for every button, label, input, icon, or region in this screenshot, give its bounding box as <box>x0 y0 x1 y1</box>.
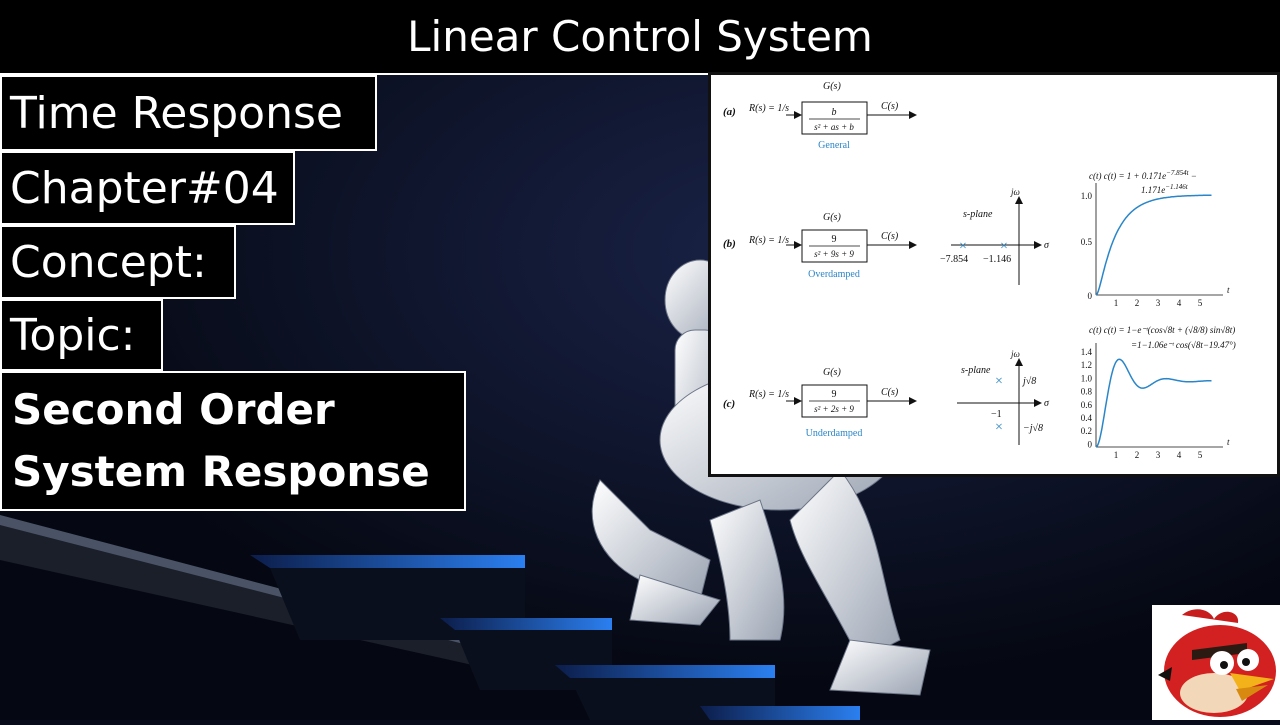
plot-b-xtick-2: 3 <box>1156 298 1161 308</box>
splane-b-jw: jω <box>1010 187 1020 197</box>
s-plane-b: s-plane jω σ × × −7.854 −1.146 <box>940 187 1050 285</box>
plot-c-xtick-3: 4 <box>1177 450 1182 460</box>
input-c: R(s) = 1/s <box>748 389 789 400</box>
plot-c-ytick-0: 1.4 <box>1081 347 1093 357</box>
plot-c-xtick-0: 1 <box>1114 450 1119 460</box>
plot-b-eq2: 1.171e <box>1141 185 1165 195</box>
plot-c-xtick-1: 2 <box>1135 450 1140 460</box>
plot-c-ytick-1: 1.2 <box>1081 360 1092 370</box>
time-response-label: Time Response <box>0 75 377 151</box>
pole-marker-c2: × <box>995 420 1003 435</box>
plot-b-yticks: 1.0 0.5 0 <box>1081 191 1093 301</box>
topic-label: Topic: <box>0 299 163 371</box>
pole-marker-c1: × <box>995 374 1003 389</box>
caption-b: Overdamped <box>808 269 860 280</box>
caption-c: Underdamped <box>806 428 863 439</box>
plot-b-xticks: 1 2 3 4 5 <box>1114 298 1203 308</box>
splane-b-sigma: σ <box>1044 240 1050 251</box>
plot-b-ytick-2: 0 <box>1088 291 1093 301</box>
output-c: C(s) <box>881 387 899 398</box>
input-b: R(s) = 1/s <box>748 235 789 246</box>
block-diagram-c: (c) R(s) = 1/s G(s) 9 s² + 2s + 9 C(s) U… <box>723 367 917 439</box>
splane-c-imag-neg: −j√8 <box>1023 423 1043 434</box>
plot-c-yticks: 1.4 1.2 1.0 0.8 0.6 0.4 0.2 0 <box>1081 347 1093 449</box>
block-diagram-a: (a) R(s) = 1/s G(s) b s² + as + b C(s) G… <box>723 81 917 151</box>
plot-c-xlabel: t <box>1227 437 1230 447</box>
plot-c-eq2: =1−1.06e⁻ᵗ cos(√8t−19.47°) <box>1131 340 1236 350</box>
plot-b-xtick-4: 5 <box>1198 298 1203 308</box>
plot-b-ytick-1: 0.5 <box>1081 237 1093 247</box>
pole-marker-b2: × <box>1000 239 1008 254</box>
stair-steps <box>250 555 860 720</box>
s-plane-c: s-plane jω σ × × −1 j√8 −j√8 <box>957 349 1050 445</box>
plot-c-ytick-7: 0 <box>1088 439 1093 449</box>
plot-b-exp1: −7.854t <box>1166 169 1189 177</box>
splane-c-sigma: σ <box>1044 398 1050 409</box>
chapter-label: Chapter#04 <box>0 151 295 225</box>
block-label-b: G(s) <box>823 212 841 223</box>
output-b: C(s) <box>881 231 899 242</box>
numerator-c: 9 <box>832 389 837 400</box>
step-plot-b: c(t) c(t) = 1 + 0.171e−7.854t − 1.171e−1… <box>1081 169 1230 308</box>
plot-c-xticks: 1 2 3 4 5 <box>1114 450 1203 460</box>
plot-b-eq1: c(t) c(t) = 1 + 0.171e <box>1089 171 1166 181</box>
pole-b1-label: −7.854 <box>940 254 968 265</box>
numerator-b: 9 <box>832 234 837 245</box>
svg-text:1.171e−1.146t: 1.171e−1.146t <box>1141 183 1189 195</box>
second-order-figure: (a) R(s) = 1/s G(s) b s² + as + b C(s) G… <box>708 72 1280 477</box>
plot-c-eq1: c(t) c(t) = 1−e⁻ᵗ(cos√8t + (√8/8) sin√8t… <box>1089 325 1235 335</box>
step-plot-c: c(t) c(t) = 1−e⁻ᵗ(cos√8t + (√8/8) sin√8t… <box>1081 325 1236 460</box>
plot-b-xtick-0: 1 <box>1114 298 1119 308</box>
topic-value-line1: Second Order <box>12 385 335 434</box>
plot-c-xtick-2: 3 <box>1156 450 1161 460</box>
plot-c-ytick-6: 0.2 <box>1081 426 1092 436</box>
plot-b-xtick-3: 4 <box>1177 298 1182 308</box>
denominator-b: s² + 9s + 9 <box>814 249 854 259</box>
row-tag-a: (a) <box>723 106 736 118</box>
topic-value-line2: System Response <box>12 447 430 496</box>
plot-c-ytick-4: 0.6 <box>1081 400 1093 410</box>
numerator-a: b <box>832 107 837 118</box>
row-tag-c: (c) <box>723 398 735 410</box>
page-title: Linear Control System <box>0 0 1280 75</box>
pole-marker-b1: × <box>959 239 967 254</box>
plot-c-xtick-4: 5 <box>1198 450 1203 460</box>
splane-c-real: −1 <box>991 409 1002 420</box>
splane-b-title: s-plane <box>963 209 993 220</box>
plot-b-curve <box>1095 194 1212 296</box>
splane-c-jw: jω <box>1010 349 1020 359</box>
topic-value: Second Order System Response <box>0 371 466 511</box>
plot-c-curve <box>1095 358 1212 448</box>
plot-b-ytick-0: 1.0 <box>1081 191 1093 201</box>
pole-b2-label: −1.146 <box>983 254 1011 265</box>
block-label-a: G(s) <box>823 81 841 92</box>
denominator-a: s² + as + b <box>814 122 854 132</box>
denominator-c: s² + 2s + 9 <box>814 404 854 414</box>
plot-b-xlabel: t <box>1227 285 1230 295</box>
caption-a: General <box>818 140 850 151</box>
block-label-c: G(s) <box>823 367 841 378</box>
row-tag-b: (b) <box>723 238 736 250</box>
plot-c-ytick-5: 0.4 <box>1081 413 1093 423</box>
svg-text:c(t) c(t) = 1 + 0.171e−7.854: c(t) c(t) = 1 + 0.171e−7.854t − <box>1089 169 1197 181</box>
plot-c-ytick-3: 0.8 <box>1081 387 1093 397</box>
output-a: C(s) <box>881 101 899 112</box>
splane-c-imag-pos: j√8 <box>1021 376 1036 387</box>
concept-label: Concept: <box>0 225 236 299</box>
plot-b-eq1-tail: − <box>1189 171 1197 181</box>
angry-red-bird-icon <box>1152 605 1280 720</box>
plot-c-ytick-2: 1.0 <box>1081 373 1093 383</box>
plot-b-exp2: −1.146t <box>1165 183 1188 191</box>
input-a: R(s) = 1/s <box>748 103 789 114</box>
plot-b-xtick-1: 2 <box>1135 298 1140 308</box>
block-diagram-b: (b) R(s) = 1/s G(s) 9 s² + 9s + 9 C(s) O… <box>723 212 917 280</box>
splane-c-title: s-plane <box>961 365 991 376</box>
